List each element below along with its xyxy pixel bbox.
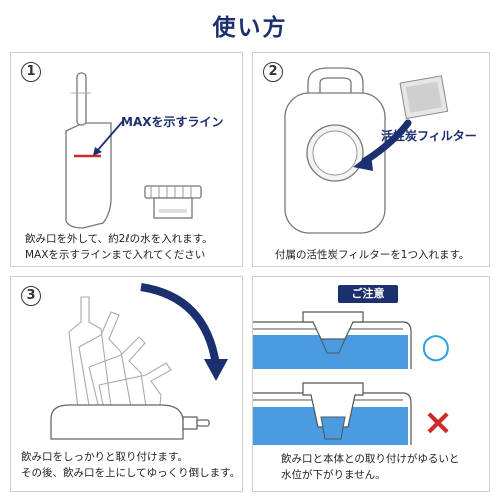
step-1-number: 1 (21, 62, 41, 82)
page-title: 使い方 (212, 15, 288, 41)
step-2-panel: 2 活性炭フィルター 付属の活性炭フィルターを1つ入れます。 (252, 52, 490, 267)
step-1-panel: 1 MAXを示すライン 飲み口を外して、約2ℓの水を入れます。 MAXを示すライ… (10, 52, 243, 267)
step-1-caption-line2: MAXを示すラインまで入れてください (25, 249, 206, 261)
caution-caption-line2: 水位が下がりません。 (281, 469, 386, 481)
ok-mark: ○ (421, 326, 451, 366)
ok-diagram (253, 311, 412, 369)
step-3-panel: 3 飲み口をしっかりと取り付けます。 その後、飲み口を上にしてゆっくり倒します。 (10, 276, 243, 492)
step-3-number: 3 (21, 286, 41, 306)
step-2-number: 2 (263, 62, 283, 82)
caution-panel: ご注意 ○ × 飲み口と本体との取り付けがゆるいと 水位が下がりません。 (252, 276, 490, 492)
caution-illustration (253, 311, 412, 445)
step-1-caption-line1: 飲み口を外して、約2ℓの水を入れます。 (25, 233, 213, 245)
max-line-callout: MAXを示すライン (121, 115, 224, 129)
caution-badge: ご注意 (338, 285, 398, 303)
step-3-caption-line1: 飲み口をしっかりと取り付けます。 (21, 451, 188, 463)
step-3-caption-line2: その後、飲み口を上にしてゆっくり倒します。 (21, 467, 241, 479)
charcoal-filter-callout: 活性炭フィルター (381, 129, 477, 143)
caution-caption-line1: 飲み口と本体との取り付けがゆるいと (281, 453, 460, 465)
step-2-illustration (284, 67, 449, 234)
ng-mark: × (423, 402, 454, 443)
ng-diagram (253, 382, 412, 445)
step-2-caption-line1: 付属の活性炭フィルターを1つ入れます。 (275, 249, 470, 261)
step-1-illustration (65, 72, 202, 229)
step-3-illustration (50, 283, 228, 440)
